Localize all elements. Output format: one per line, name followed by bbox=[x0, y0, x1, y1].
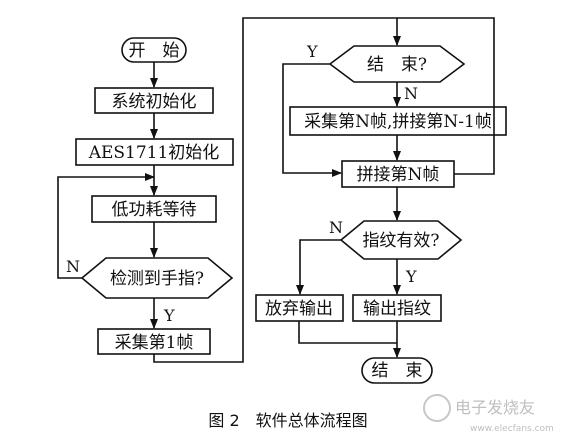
node-discard-label: 放弃输出 bbox=[265, 299, 333, 319]
node-collectN-label: 采集第N帧,拼接第N-1帧 bbox=[304, 112, 492, 132]
node-sys-init-label: 系统初始化 bbox=[112, 92, 197, 112]
node-end-label: 结 束 bbox=[372, 361, 423, 381]
node-valid: 指纹有效? bbox=[339, 220, 463, 260]
node-end-question-label: 结 束? bbox=[367, 55, 427, 75]
watermark-logo-icon bbox=[423, 394, 451, 422]
node-low-power: 低功耗等待 bbox=[91, 195, 217, 223]
label-end-no: N bbox=[404, 84, 418, 103]
node-stitchN-label: 拼接第N帧 bbox=[357, 165, 440, 185]
edge-endq-yes bbox=[282, 63, 342, 177]
figure-caption: 图 2 软件总体流程图 bbox=[208, 411, 367, 430]
edge-collect1-endq bbox=[153, 17, 401, 363]
label-valid-yes: Y bbox=[405, 267, 417, 286]
node-aes-init: AES1711初始化 bbox=[75, 138, 234, 166]
edge-stitchN-loop bbox=[397, 17, 495, 175]
edge-valid-no bbox=[296, 239, 341, 295]
node-detect-label: 检测到手指? bbox=[110, 269, 204, 289]
node-aes-init-label: AES1711初始化 bbox=[88, 143, 220, 163]
node-discard: 放弃输出 bbox=[255, 294, 344, 322]
label-end-yes: Y bbox=[306, 42, 318, 61]
watermark-main: 电子发烧友 bbox=[455, 398, 535, 417]
node-valid-label: 指纹有效? bbox=[362, 231, 439, 251]
node-output: 输出指纹 bbox=[352, 294, 442, 322]
edge-discard-join bbox=[298, 321, 397, 344]
node-collect1: 采集第1帧 bbox=[97, 328, 211, 355]
edge-detect-no-loop bbox=[57, 173, 155, 279]
watermark-url: www.elecfans.com bbox=[470, 424, 554, 434]
node-collect1-label: 采集第1帧 bbox=[115, 333, 194, 353]
watermark: 电子发烧友 www.elecfans.com bbox=[423, 394, 554, 434]
node-start: 开 始 bbox=[121, 37, 187, 63]
node-stitchN: 拼接第N帧 bbox=[341, 160, 455, 188]
node-output-label: 输出指纹 bbox=[363, 299, 431, 319]
node-collectN: 采集第N帧,拼接第N-1帧 bbox=[289, 106, 507, 136]
label-detect-yes: Y bbox=[163, 306, 175, 325]
label-detect-no: N bbox=[66, 257, 80, 276]
label-valid-no: N bbox=[329, 218, 343, 237]
node-end-question: 结 束? bbox=[328, 45, 466, 83]
node-end: 结 束 bbox=[361, 357, 433, 384]
node-detect: 检测到手指? bbox=[80, 257, 234, 299]
node-start-label: 开 始 bbox=[129, 41, 180, 61]
node-low-power-label: 低功耗等待 bbox=[112, 200, 197, 220]
node-sys-init: 系统初始化 bbox=[94, 87, 214, 114]
